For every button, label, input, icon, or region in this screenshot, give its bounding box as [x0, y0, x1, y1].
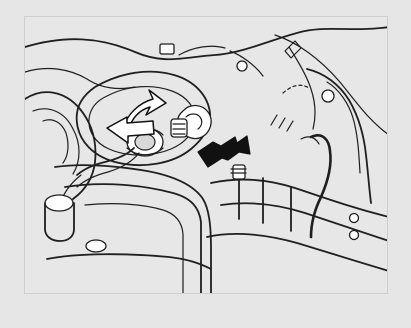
- left-fender-contour: [25, 68, 135, 88]
- left-headlamp-rim: [43, 120, 68, 163]
- socket-center: [135, 134, 155, 150]
- pull-bulb-arrow: [198, 136, 250, 167]
- battery-terminal-cap: [86, 240, 106, 252]
- top-right-clip: [285, 41, 301, 58]
- right-side-bolt-2: [350, 231, 359, 240]
- socket-wire-2: [77, 153, 139, 187]
- hatch-marks: [271, 115, 293, 131]
- top-bracket-line: [179, 46, 225, 55]
- right-hose-clamp-top: [301, 137, 319, 144]
- right-hose: [311, 135, 331, 237]
- diagram-panel: [24, 16, 388, 294]
- upper-body-outline: [25, 27, 388, 59]
- right-side-bolt-1: [350, 214, 359, 223]
- frame-lower-right: [207, 234, 388, 271]
- battery-top-edge: [65, 184, 201, 294]
- top-grommet-right: [237, 61, 247, 71]
- reservoir-cap: [45, 195, 73, 211]
- left-headlamp-housing: [25, 92, 95, 199]
- left-headlamp-inner: [33, 109, 79, 174]
- upper-right-bolt: [322, 90, 334, 102]
- top-clip-left: [160, 44, 174, 54]
- dashed-leader: [283, 85, 309, 93]
- engine-bay-illustration: [25, 17, 388, 294]
- socket-wire-1: [77, 148, 134, 175]
- battery-lower-rim: [47, 254, 211, 269]
- right-bracket-clip: [233, 165, 245, 179]
- right-wire-loom: [289, 47, 315, 129]
